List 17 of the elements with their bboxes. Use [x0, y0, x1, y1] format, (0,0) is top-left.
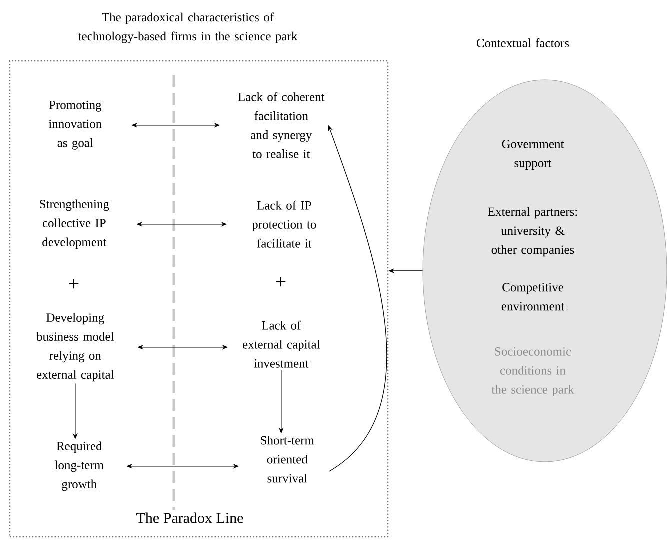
statement-text: Required long-term growth	[55, 442, 104, 492]
factor-text: Competitive environment	[502, 283, 565, 311]
factor-text: External partners: university & other companies	[488, 207, 578, 257]
statement-text: Lack of external capital investment	[243, 320, 320, 368]
plus-sign: +	[69, 279, 79, 289]
statement-text: Lack of coherent facilitation and synergy to realise it	[238, 92, 325, 158]
statement-text: Developing business model relying on external capital	[36, 313, 114, 382]
statement-text: Short-term oriented survival	[261, 436, 314, 483]
factor-text: Socioeconomic conditions in the science park	[492, 348, 574, 396]
heading: Contextual factors	[477, 38, 570, 48]
factor-text: Government support	[502, 140, 564, 170]
statement-text: Promoting innovation as goal	[48, 100, 102, 150]
line-label: The Paradox Line	[136, 512, 244, 524]
heading: The paradoxical characteristics of technology-based firms in the science park	[78, 12, 298, 44]
statement-text: Lack of IP protection to facilitate it	[252, 200, 316, 248]
statement-text: Strengthening collective IP development	[40, 200, 110, 250]
plus-sign: +	[276, 277, 286, 287]
